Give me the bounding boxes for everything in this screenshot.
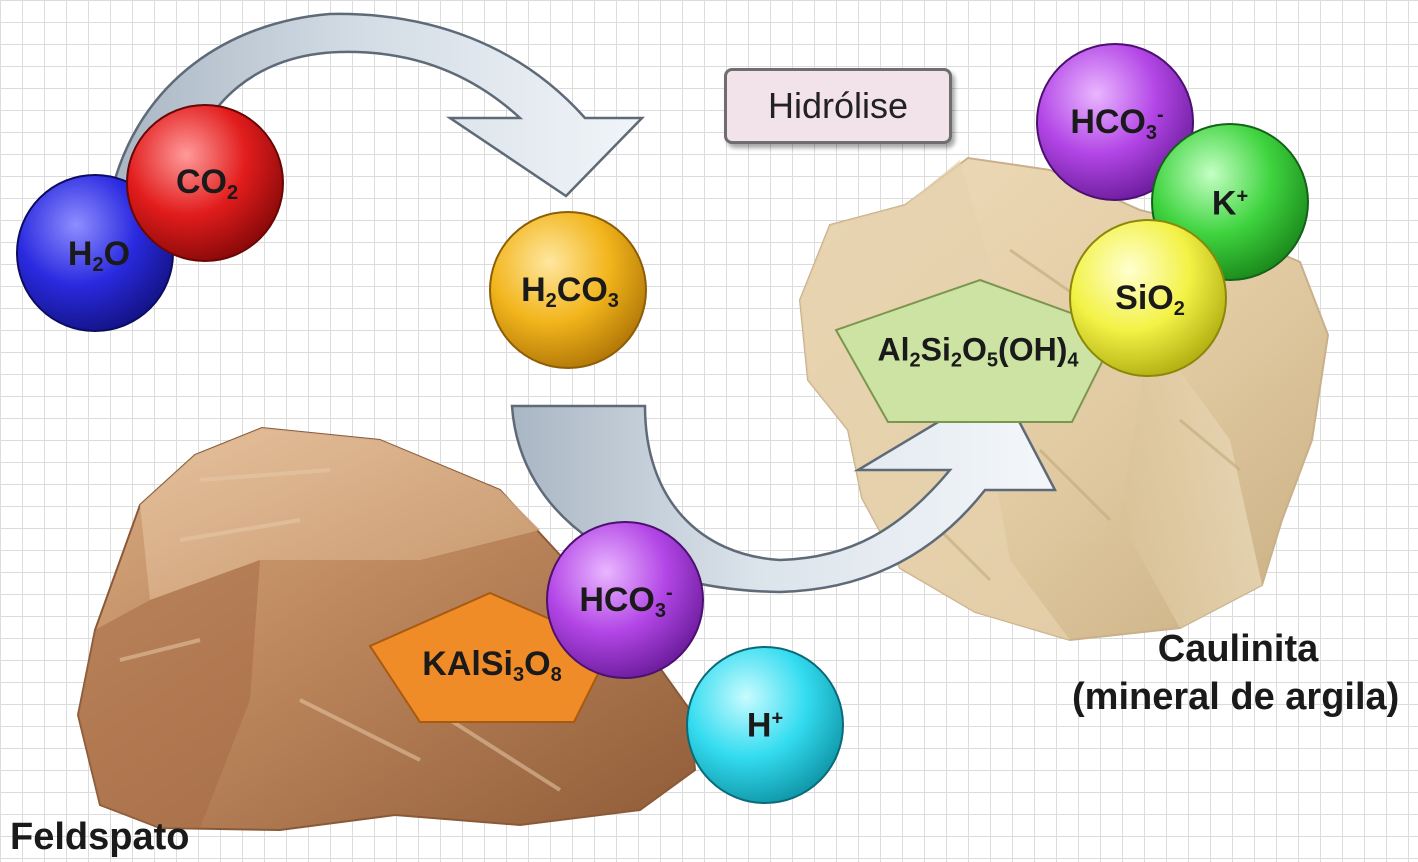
k-plus-label: K+ [1212,185,1248,224]
h2o-label: H2O [68,235,130,277]
kaolinite-name: Caulinita [1148,628,1328,671]
kaolinite-description: (mineral de argila) [1072,676,1399,719]
sio2-label: SiO2 [1115,279,1185,321]
h2co3-label: H2CO3 [521,271,619,313]
feldspar-name: Feldspato [10,816,189,859]
feldspar-formula: KAlSi3O8 [422,645,561,687]
hco3-right-label: HCO3- [1070,103,1163,145]
hco3-left-label: HCO3- [579,581,672,623]
h-plus-label: H+ [747,707,783,746]
kaolinite-formula: Al2Si2O5(OH)4 [878,332,1079,373]
co2-label: CO2 [176,163,238,205]
process-label: Hidrólise [724,68,952,144]
